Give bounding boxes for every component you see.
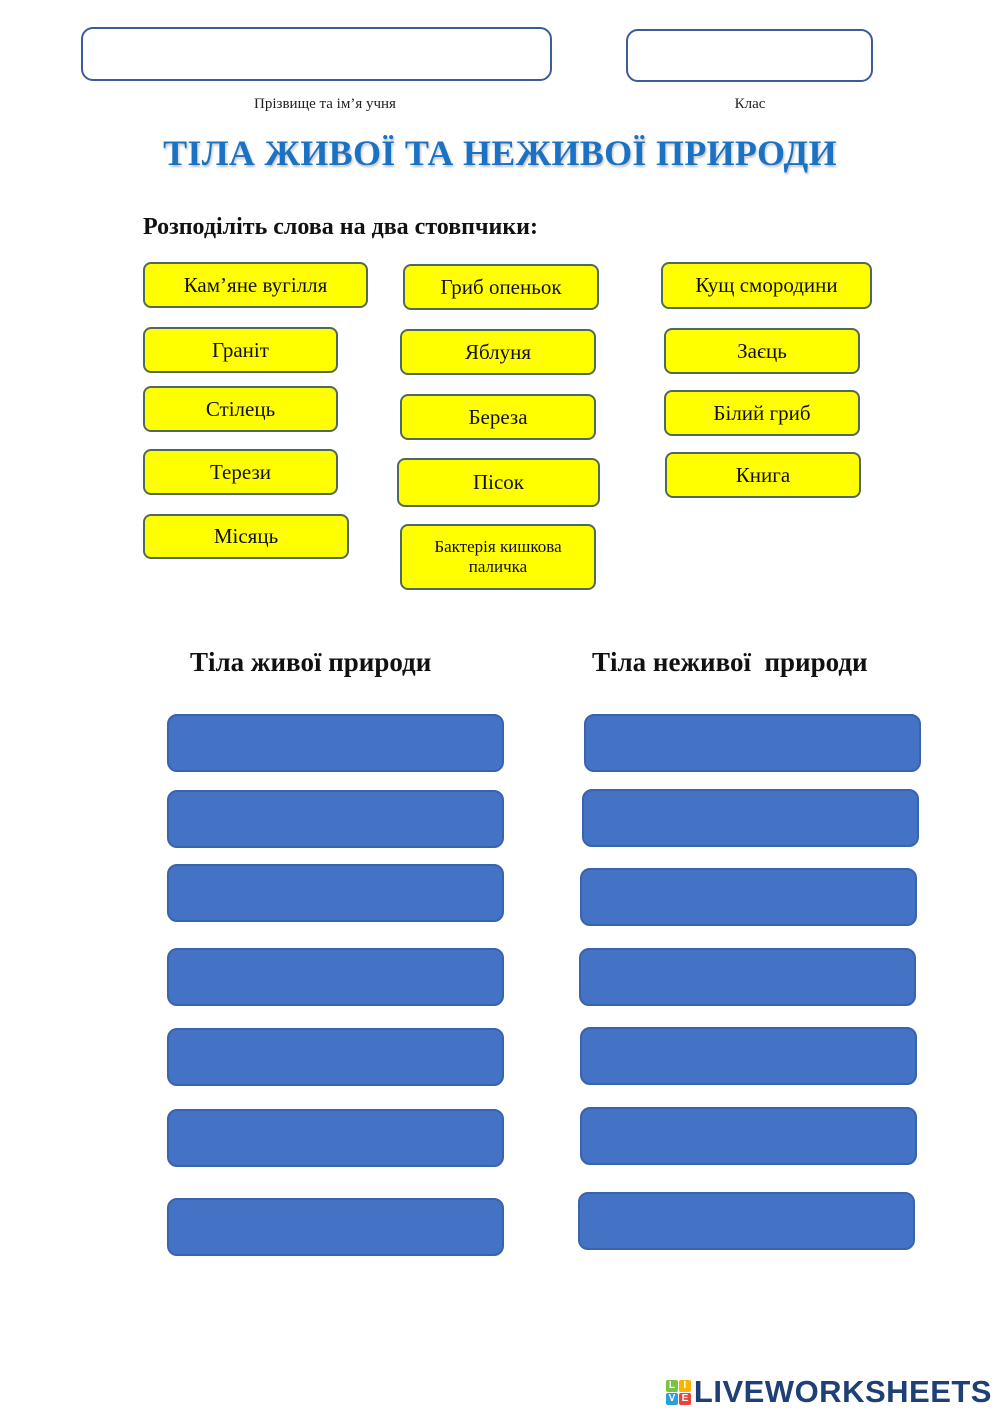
living-drop-zone[interactable] — [167, 864, 504, 922]
living-drop-zone[interactable] — [167, 790, 504, 848]
word-chip[interactable]: Книга — [665, 452, 861, 498]
word-chip[interactable]: Яблуня — [400, 329, 596, 375]
word-chip[interactable]: Білий гриб — [664, 390, 860, 436]
instruction-text: Розподіліть слова на два стовпчики: — [143, 214, 539, 240]
word-chip[interactable]: Терези — [143, 449, 338, 495]
living-drop-zone[interactable] — [167, 1109, 504, 1167]
word-chip[interactable]: Кущ смородини — [661, 262, 872, 309]
word-chip[interactable]: Кам’яне вугілля — [143, 262, 368, 308]
worksheet-title: ТІЛА ЖИВОЇ ТА НЕЖИВОЇ ПРИРОДИ — [163, 133, 837, 173]
word-chip[interactable]: Бактерія кишкова паличка — [400, 524, 596, 590]
student-name-label: Прізвище та ім’я учня — [254, 96, 396, 112]
living-drop-zone[interactable] — [167, 1028, 504, 1086]
word-chip[interactable]: Гриб опеньок — [403, 264, 599, 310]
word-chip[interactable]: Граніт — [143, 327, 338, 373]
word-chip[interactable]: Стілець — [143, 386, 338, 432]
nonliving-column-heading: Тіла неживої природи — [592, 647, 868, 677]
living-drop-zone[interactable] — [167, 1198, 504, 1256]
word-chip[interactable]: Пісок — [397, 458, 600, 507]
nonliving-drop-zone[interactable] — [582, 789, 919, 847]
student-name-input[interactable] — [81, 27, 552, 81]
word-chip[interactable]: Місяць — [143, 514, 349, 559]
live-logo-icon: L I V E — [665, 1379, 691, 1405]
living-drop-zone[interactable] — [167, 948, 504, 1006]
word-chip[interactable]: Заєць — [664, 328, 860, 374]
nonliving-drop-zone[interactable] — [578, 1192, 915, 1250]
living-column-heading: Тіла живої природи — [190, 647, 432, 677]
nonliving-drop-zone[interactable] — [579, 948, 916, 1006]
living-drop-zone[interactable] — [167, 714, 504, 772]
nonliving-drop-zone[interactable] — [580, 868, 917, 926]
brand-name: LIVEWORKSHEETS — [693, 1374, 992, 1409]
liveworksheets-logo: L I V E LIVEWORKSHEETS — [665, 1374, 992, 1410]
class-input[interactable] — [626, 29, 873, 82]
class-label: Клас — [734, 96, 766, 112]
word-chip[interactable]: Береза — [400, 394, 596, 440]
nonliving-drop-zone[interactable] — [580, 1107, 917, 1165]
nonliving-drop-zone[interactable] — [584, 714, 921, 772]
nonliving-drop-zone[interactable] — [580, 1027, 917, 1085]
